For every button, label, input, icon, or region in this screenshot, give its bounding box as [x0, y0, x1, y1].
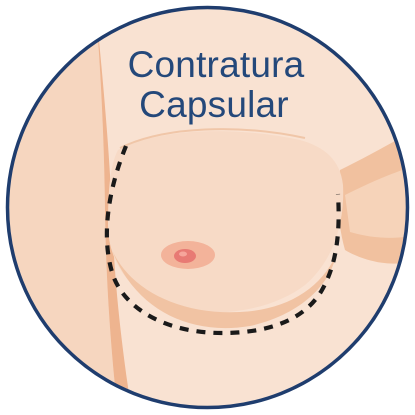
nipple-highlight [179, 252, 187, 257]
title-line-2: Capsular [139, 84, 289, 125]
title-line-1: Contratura [128, 44, 305, 85]
